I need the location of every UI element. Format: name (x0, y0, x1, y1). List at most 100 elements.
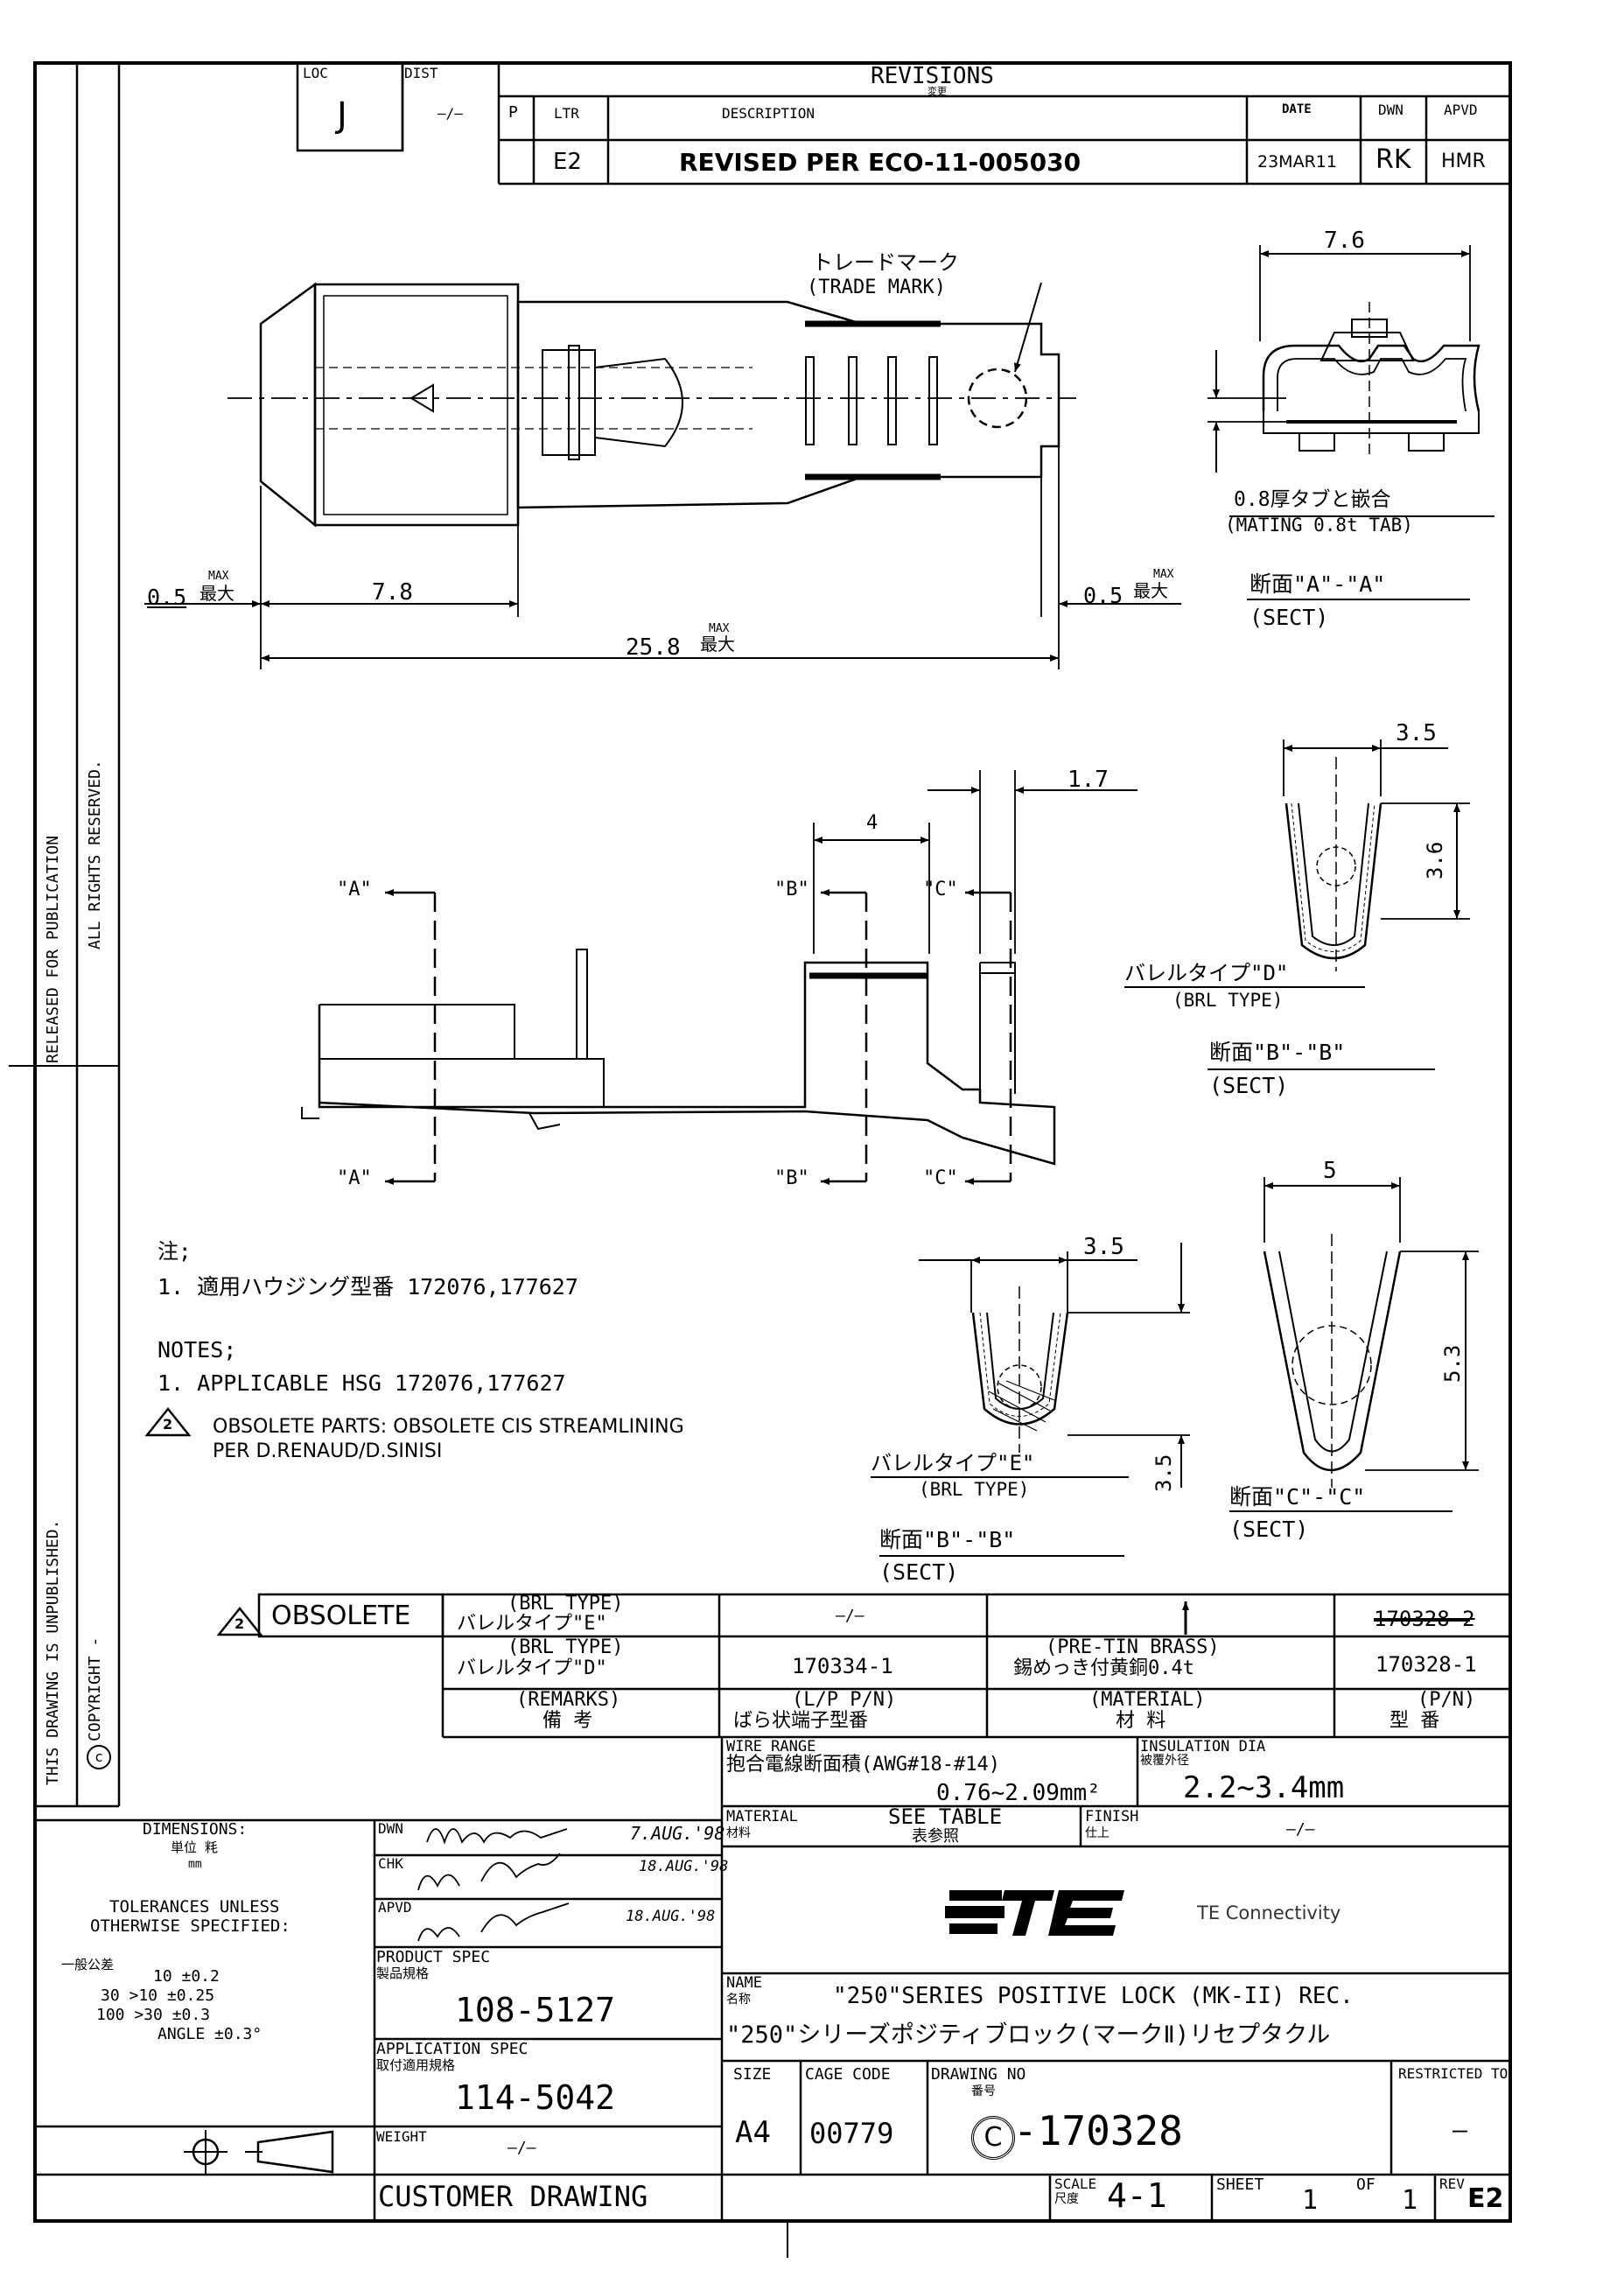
company-name: TE Connectivity (1197, 1902, 1341, 1923)
released-for-publication: RELEASED FOR PUBLICATION (44, 835, 62, 1063)
material-jp: 材料 (726, 1826, 751, 1840)
drawing-prefix-icon: C (971, 2116, 1015, 2160)
drawing-unpublished: THIS DRAWING IS UNPUBLISHED. (44, 1519, 62, 1785)
barrel-d-type: (BRL TYPE) (1172, 990, 1284, 1011)
customer-drawing: CUSTOMER DRAWING (378, 2180, 648, 2213)
tolerance-row1: 10 ±0.2 (153, 1967, 220, 1986)
dim-left-jp: 最大 (200, 583, 234, 604)
name-jp-label: 名称 (726, 1993, 751, 2007)
copyright-icon: c (87, 1745, 111, 1769)
insulation-value: 2.2~3.4mm (1183, 1770, 1345, 1805)
obsolete-flag-number: 2 (234, 1615, 245, 1632)
product-spec: 108-5127 (455, 1991, 616, 2029)
of-label: OF (1356, 2175, 1376, 2194)
apvd-date: 18.AUG.'98 (626, 1908, 716, 1925)
hdr-pn: (P/N) (1418, 1689, 1476, 1711)
chk-date: 18.AUG.'98 (639, 1858, 729, 1875)
barrel-d-height: 3.6 (1423, 841, 1447, 879)
dist-value: —/— (438, 105, 463, 122)
part-name-en: "250"SERIES POSITIVE LOCK (MK-II) REC. (833, 1983, 1354, 2009)
dim-left-gap: 0.5 (147, 585, 187, 610)
product-spec-label: PRODUCT SPEC (376, 1948, 491, 1966)
copyright: COPYRIGHT - (86, 1636, 104, 1741)
trade-mark-jp: トレードマーク (812, 250, 959, 275)
rev-row-date: 23MAR11 (1257, 152, 1337, 172)
dimensions-unit: mm (188, 1858, 202, 1871)
barrel-d-sect: (SECT) (1209, 1073, 1289, 1098)
rev-value: E2 (1467, 2183, 1504, 2214)
barrel-d-width: 3.5 (1396, 720, 1437, 746)
cut-a-top: "A" (337, 879, 372, 900)
apvd-signature (417, 1902, 570, 1942)
dwn-signature (426, 1828, 568, 1845)
section-c-title-jp: 断面"C"-"C" (1229, 1484, 1366, 1510)
row2-lp: 170334-1 (792, 1654, 893, 1678)
restricted-value: — (1452, 2115, 1467, 2144)
material-value: SEE TABLE (888, 1804, 1003, 1829)
col-description: DESCRIPTION (722, 105, 815, 122)
scale-value: 4-1 (1107, 2176, 1167, 2215)
rev-label: REV (1439, 2175, 1465, 2192)
col-dwn: DWN (1378, 102, 1404, 118)
wire-range-label: WIRE RANGE (726, 1738, 816, 1755)
section-c-sect: (SECT) (1229, 1517, 1309, 1542)
barrel-e-type-jp: バレルタイプ"E" (871, 1451, 1035, 1475)
chk-label: CHK (378, 1855, 403, 1872)
dist-label: DIST (404, 65, 438, 81)
barrel-e-sect: (SECT) (879, 1559, 959, 1585)
cut-c-bottom: "C" (923, 1167, 958, 1189)
col-date: DATE (1282, 102, 1312, 116)
application-spec-label: APPLICATION SPEC (376, 2040, 528, 2058)
tolerance-row4: ANGLE ±0.3° (158, 2025, 262, 2043)
col-ltr: LTR (554, 105, 579, 122)
finish-jp: 仕上 (1085, 1826, 1110, 1840)
revisions-title: REVISIONS (871, 63, 994, 89)
sect-c-width: 5 (1323, 1158, 1337, 1184)
tolerance-row3: 100 >30 ±0.3 (96, 2006, 211, 2024)
rev-row-dwn: RK (1376, 144, 1411, 175)
row1-lp: —/— (836, 1607, 864, 1625)
sheet-value: 1 (1302, 2185, 1319, 2216)
hdr-material: (MATERIAL) (1089, 1689, 1206, 1711)
sect-c-height: 5.3 (1440, 1344, 1465, 1383)
notes-obsolete-line2: PER D.RENAUD/D.SINISI (213, 1440, 443, 1462)
cage-code: 00779 (809, 2117, 894, 2150)
size-label: SIZE (733, 2065, 772, 2084)
obsolete-label: OBSOLETE (271, 1601, 411, 1631)
hdr-remarks-jp: 備 考 (542, 1710, 593, 1732)
hdr-pn-jp: 型 番 (1390, 1710, 1440, 1732)
apvd-label: APVD (378, 1899, 412, 1916)
barrel-d-section-jp: 断面"B"-"B" (1209, 1040, 1346, 1065)
rev-row-ltr: E2 (553, 149, 582, 175)
col-apvd: APVD (1444, 102, 1478, 118)
cage-code-label: CAGE CODE (805, 2065, 891, 2084)
tolerance-jp: 一般公差 (61, 1957, 115, 1972)
dim-bell-mouth: 1.7 (1068, 767, 1109, 793)
dimensions-jp: 単位 粍 (171, 1839, 219, 1855)
row1-type: (BRL TYPE) (508, 1593, 624, 1615)
notes-obsolete-line1: OBSOLETE PARTS: OBSOLETE CIS STREAMLININ… (213, 1416, 684, 1438)
dim-right-max: MAX (1153, 568, 1174, 581)
row2-material-jp: 錫めっき付黄銅0.4t (1013, 1657, 1194, 1679)
wire-range-value: 0.76~2.09mm² (936, 1780, 1101, 1806)
notes-head: NOTES; (158, 1337, 237, 1363)
wire-range-jp: 抱合電線断面積(AWG#18-#14) (726, 1754, 1000, 1776)
material-label: MATERIAL (726, 1808, 798, 1825)
size-value: A4 (735, 2115, 771, 2150)
part-name-jp: "250"シリーズポジティブロック(マークⅡ)リセプタクル (726, 2021, 1331, 2049)
barrel-e-type: (BRL TYPE) (919, 1479, 1030, 1500)
row1-pn: 170328-2 (1374, 1607, 1475, 1631)
scale-jp: 尺度 (1054, 2192, 1079, 2206)
weight-value: —/— (508, 2139, 536, 2157)
sheet-label: SHEET (1216, 2175, 1264, 2194)
drawing-number: -170328 (1013, 2107, 1183, 2154)
application-spec: 114-5042 (455, 2078, 616, 2117)
loc-value: J (337, 95, 347, 136)
restricted-label: RESTRICTED TO (1398, 2065, 1508, 2082)
loc-label: LOC (303, 65, 328, 81)
tolerances-line2: OTHERWISE SPECIFIED: (90, 1916, 290, 1936)
cut-b-bottom: "B" (774, 1167, 809, 1189)
drawing-no-jp: 番号 (971, 2084, 996, 2098)
section-a-title-jp: 断面"A"-"A" (1250, 571, 1386, 597)
section-a-sect: (SECT) (1250, 605, 1329, 630)
